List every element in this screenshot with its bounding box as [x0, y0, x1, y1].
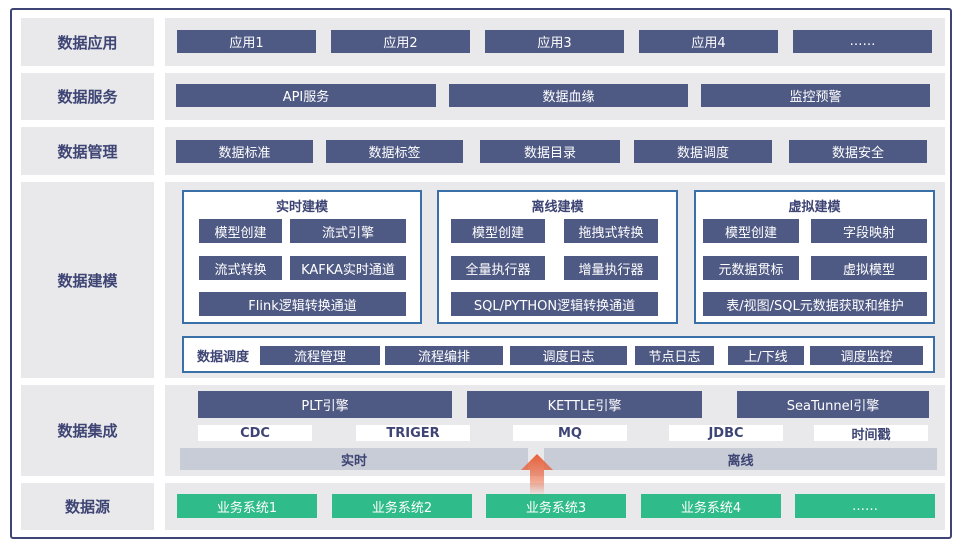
integration-source-triger: TRIGER	[356, 425, 470, 441]
layer-panel-modeling: 实时建模 模型创建 流式引擎 流式转换 KAFKA实时通道 Flink逻辑转换通…	[165, 182, 945, 378]
layer-label-service: 数据服务	[21, 73, 154, 120]
up-arrow-icon	[521, 454, 553, 496]
source-item-more[interactable]: ……	[795, 494, 935, 518]
scheduling-item-node-log[interactable]: 节点日志	[635, 346, 714, 365]
realtime-modeling-box: 实时建模 模型创建 流式引擎 流式转换 KAFKA实时通道 Flink逻辑转换通…	[182, 190, 422, 324]
source-item-system-2[interactable]: 业务系统2	[332, 494, 472, 518]
app-item-1[interactable]: 应用1	[177, 30, 316, 53]
integration-mode-offline: 离线	[544, 448, 937, 470]
offline-modeling-box: 离线建模 模型创建 拖拽式转换 全量执行器 增量执行器 SQL/PYTHON逻辑…	[437, 190, 678, 324]
layer-panel-integration: PLT引擎 KETTLE引擎 SeaTunnel引擎 CDC TRIGER MQ…	[165, 385, 945, 476]
service-item-api[interactable]: API服务	[176, 84, 436, 107]
integration-source-mq: MQ	[513, 425, 627, 441]
management-item-schedule[interactable]: 数据调度	[634, 140, 772, 163]
layer-panel-app: 应用1 应用2 应用3 应用4 ……	[165, 18, 945, 66]
realtime-item-model-create[interactable]: 模型创建	[199, 219, 282, 243]
scheduling-item-process-orchestrate[interactable]: 流程编排	[385, 346, 503, 365]
management-item-security[interactable]: 数据安全	[789, 140, 927, 163]
layer-label-management: 数据管理	[21, 127, 154, 175]
offline-item-incremental-executor[interactable]: 增量执行器	[564, 256, 658, 280]
layer-label-integration: 数据集成	[21, 385, 154, 476]
layer-panel-service: API服务 数据血缘 监控预警	[165, 73, 945, 120]
integration-engine-kettle[interactable]: KETTLE引擎	[467, 391, 702, 418]
offline-item-sql-python-channel[interactable]: SQL/PYTHON逻辑转换通道	[451, 292, 658, 316]
management-item-standard[interactable]: 数据标准	[176, 140, 313, 163]
scheduling-item-online-offline[interactable]: 上/下线	[728, 346, 804, 365]
source-item-system-1[interactable]: 业务系统1	[177, 494, 317, 518]
virtual-modeling-box: 虚拟建模 模型创建 字段映射 元数据贯标 虚拟模型 表/视图/SQL元数据获取和…	[694, 190, 935, 324]
scheduling-box: 数据调度 流程管理 流程编排 调度日志 节点日志 上/下线 调度监控	[182, 336, 935, 373]
source-item-system-4[interactable]: 业务系统4	[641, 494, 781, 518]
virtual-modeling-title: 虚拟建模	[788, 199, 841, 215]
offline-item-full-executor[interactable]: 全量执行器	[451, 256, 545, 280]
integration-source-cdc: CDC	[198, 425, 312, 441]
app-item-more[interactable]: ……	[793, 30, 932, 53]
integration-engine-seatunnel[interactable]: SeaTunnel引擎	[737, 391, 929, 418]
realtime-item-flink-channel[interactable]: Flink逻辑转换通道	[199, 292, 406, 316]
virtual-item-field-mapping[interactable]: 字段映射	[811, 219, 927, 243]
app-item-4[interactable]: 应用4	[639, 30, 778, 53]
layer-panel-management: 数据标准 数据标签 数据目录 数据调度 数据安全	[165, 127, 945, 175]
management-item-tag[interactable]: 数据标签	[326, 140, 463, 163]
realtime-item-kafka-channel[interactable]: KAFKA实时通道	[290, 256, 406, 280]
layer-label-app: 数据应用	[21, 18, 154, 66]
virtual-item-model-create[interactable]: 模型创建	[703, 219, 799, 243]
service-item-lineage[interactable]: 数据血缘	[449, 84, 688, 107]
offline-modeling-title: 离线建模	[531, 199, 584, 215]
app-item-3[interactable]: 应用3	[485, 30, 624, 53]
management-item-catalog[interactable]: 数据目录	[480, 140, 620, 163]
layer-label-source: 数据源	[21, 483, 154, 530]
integration-source-jdbc: JDBC	[669, 425, 783, 441]
offline-item-drag-transform[interactable]: 拖拽式转换	[564, 219, 658, 243]
integration-mode-realtime: 实时	[180, 448, 528, 470]
virtual-item-virtual-model[interactable]: 虚拟模型	[811, 256, 927, 280]
app-item-2[interactable]: 应用2	[331, 30, 470, 53]
realtime-item-stream-engine[interactable]: 流式引擎	[290, 219, 406, 243]
service-item-monitor[interactable]: 监控预警	[701, 84, 930, 107]
scheduling-item-process-manage[interactable]: 流程管理	[260, 346, 380, 365]
source-item-system-3[interactable]: 业务系统3	[486, 494, 626, 518]
realtime-item-stream-transform[interactable]: 流式转换	[199, 256, 282, 280]
virtual-item-metadata-maintenance[interactable]: 表/视图/SQL元数据获取和维护	[703, 292, 927, 316]
layer-panel-source: 业务系统1 业务系统2 业务系统3 业务系统4 ……	[165, 483, 945, 530]
scheduling-title: 数据调度	[196, 350, 249, 365]
scheduling-item-monitor[interactable]: 调度监控	[810, 346, 923, 365]
offline-item-model-create[interactable]: 模型创建	[451, 219, 545, 243]
realtime-modeling-title: 实时建模	[275, 199, 328, 215]
integration-engine-plt[interactable]: PLT引擎	[198, 391, 452, 418]
scheduling-item-schedule-log[interactable]: 调度日志	[510, 346, 627, 365]
integration-source-timestamp: 时间戳	[814, 425, 928, 443]
virtual-item-metadata-standard[interactable]: 元数据贯标	[703, 256, 799, 280]
layer-label-modeling: 数据建模	[21, 182, 154, 378]
